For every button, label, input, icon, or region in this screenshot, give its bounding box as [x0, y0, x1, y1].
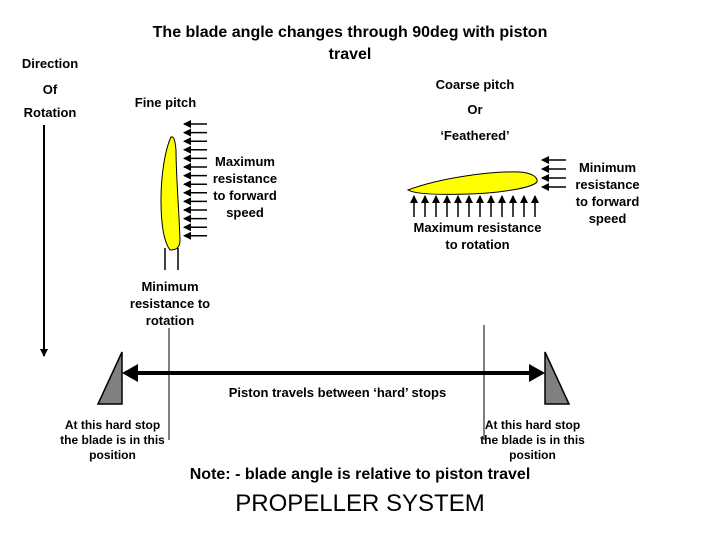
right-stop-line-2: the blade is in this [480, 433, 585, 447]
right-stop-line-1: At this hard stop [484, 418, 581, 432]
forward-flow-arrows-feathered [541, 156, 566, 191]
max-resistance-forward-label: Maximum resistance to forward speed [200, 153, 290, 221]
min-resistance-rotation-label: Minimum resistance to rotation [115, 278, 225, 329]
piston-arrowhead-left [122, 364, 138, 382]
min-rot-line-3: rotation [145, 313, 195, 328]
piston-arrowhead-right [529, 364, 545, 382]
min-fwd-line-1: Minimum [578, 160, 637, 175]
left-stop-line-1: At this hard stop [64, 418, 161, 432]
max-rot-line-2: to rotation [445, 237, 510, 252]
fine-pitch-blade [160, 136, 181, 251]
hard-stop-left [96, 351, 123, 405]
left-stop-caption: At this hard stop the blade is in this p… [50, 418, 175, 463]
feathered-label: ‘Feathered’ [440, 128, 510, 143]
note-text: Note: - blade angle is relative to pisto… [189, 466, 531, 483]
right-stop-line-3: position [509, 448, 556, 462]
direction-label: Direction [21, 56, 79, 71]
max-fwd-line-2: resistance [212, 171, 278, 186]
min-fwd-line-3: to forward [575, 194, 640, 209]
rotation-label: Rotation [23, 105, 77, 120]
diagram-title: The blade angle changes through 90deg wi… [140, 22, 560, 66]
coarse-pitch-label: Coarse pitch [435, 77, 515, 92]
propeller-system-title: PROPELLER SYSTEM [235, 490, 485, 517]
rotation-flow-arrows [410, 195, 539, 217]
min-rot-line-1: Minimum [141, 279, 199, 294]
or-label: Or [467, 102, 483, 117]
max-rot-line-1: Maximum resistance [413, 220, 542, 235]
hard-stop-right [544, 351, 571, 405]
min-fwd-line-4: speed [588, 211, 627, 226]
fine-pitch-label: Fine pitch [134, 95, 197, 110]
left-stop-line-3: position [89, 448, 136, 462]
forward-flow-arrows-fine [183, 120, 207, 240]
feathered-blade [406, 171, 538, 195]
max-fwd-line-3: to forward [213, 188, 277, 203]
right-stop-caption: At this hard stop the blade is in this p… [470, 418, 595, 463]
piston-travel-label: Piston travels between ‘hard’ stops [228, 385, 447, 400]
min-rot-line-2: resistance to [129, 296, 211, 311]
of-label: Of [42, 82, 58, 97]
left-stop-line-2: the blade is in this [60, 433, 165, 447]
max-fwd-line-4: speed [226, 205, 264, 220]
min-resistance-forward-label: Minimum resistance to forward speed [560, 159, 655, 227]
min-fwd-line-2: resistance [575, 177, 640, 192]
max-resistance-rotation-label: Maximum resistance to rotation [400, 219, 555, 253]
max-fwd-line-1: Maximum [215, 154, 275, 169]
title-text: The blade angle changes through 90deg wi… [152, 24, 548, 63]
